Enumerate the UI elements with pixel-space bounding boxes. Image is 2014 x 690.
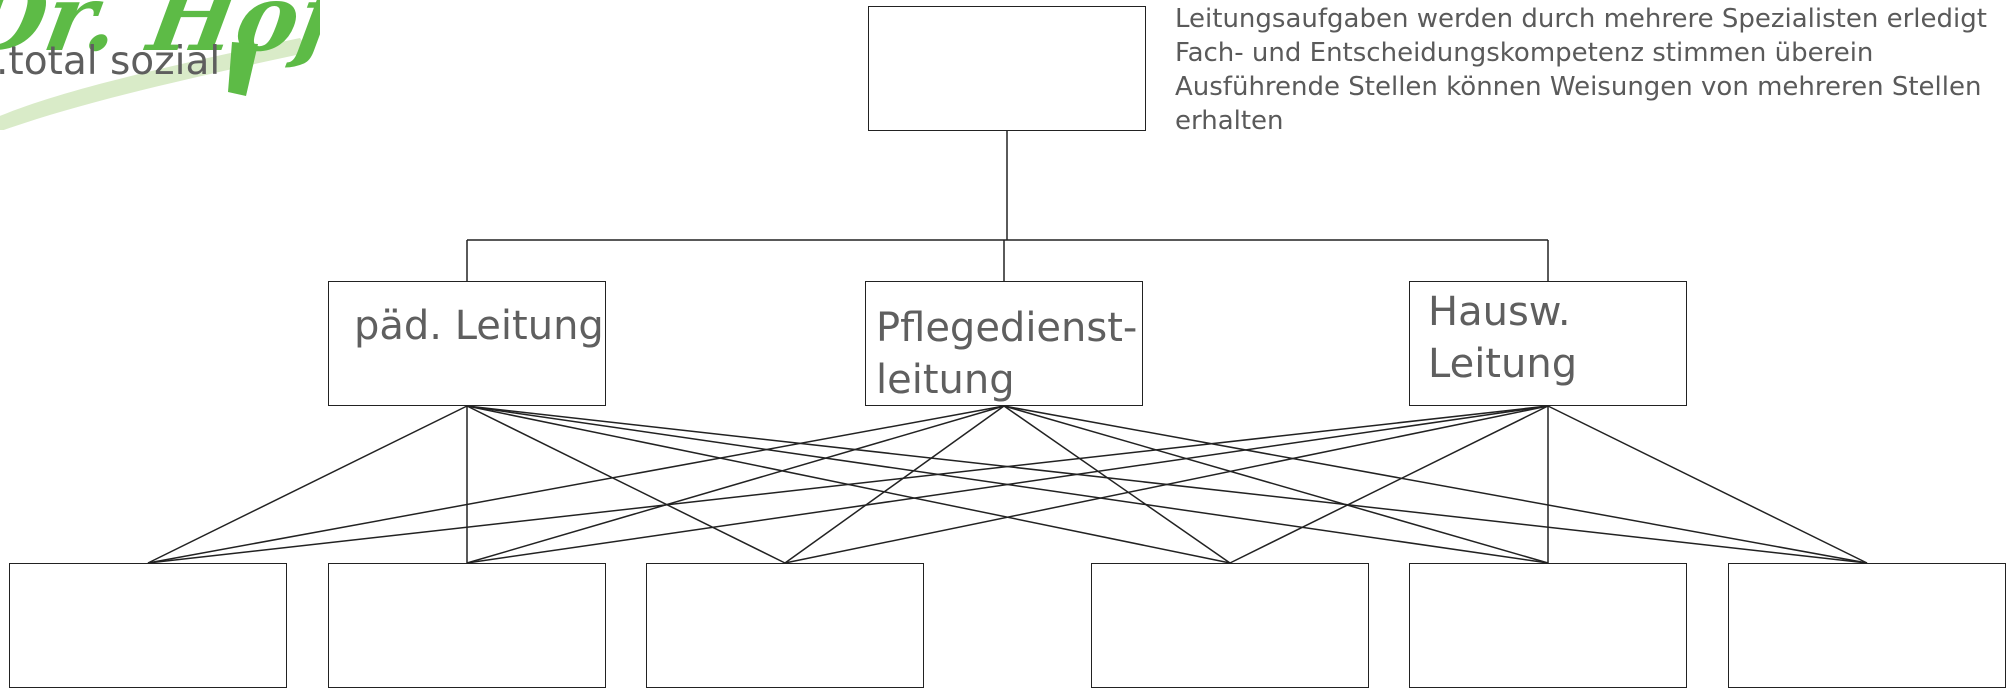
unit-box [9, 563, 287, 688]
connector-manager-to-unit [1547, 405, 1868, 564]
connector-manager-to-unit [784, 405, 1549, 564]
connector-manager-to-unit [1003, 405, 1231, 564]
logo: Dr. Hof .total sozial [0, 0, 320, 130]
logo-brush-stroke [228, 42, 258, 96]
connector-manager-to-unit [466, 405, 1005, 564]
unit-box [1091, 563, 1369, 688]
connector-manager-to-unit [147, 405, 468, 564]
manager-box-pflegedienstleitung: Pflegedienst- leitung [865, 281, 1143, 406]
logo-script-text: Dr. Hof [0, 0, 320, 72]
connector-manager-to-unit [1003, 405, 1868, 564]
unit-box [328, 563, 606, 688]
manager-box-paed-leitung: päd. Leitung [328, 281, 606, 406]
logo-tagline: .total sozial [0, 39, 221, 84]
manager-label: Leitung [1428, 341, 1578, 387]
connector-manager-to-unit [466, 405, 1549, 564]
logo-graphic: Dr. Hof [0, 0, 320, 130]
manager-label: Pflegedienst- [876, 305, 1138, 351]
connector-manager-to-unit [1003, 405, 1549, 564]
manager-box-hausw-leitung: Hausw. Leitung [1409, 281, 1687, 406]
description-line: erhalten [1175, 106, 1284, 136]
unit-box [646, 563, 924, 688]
connector-manager-to-unit [147, 405, 1005, 564]
manager-label: leitung [876, 357, 1015, 403]
connector-manager-to-unit [147, 405, 1549, 564]
connector-manager-to-unit [784, 405, 1005, 564]
connector-manager-to-unit [1229, 405, 1549, 564]
description-text: Leitungsaufgaben werden durch mehrere Sp… [1175, 2, 2010, 138]
connector-manager-to-unit [466, 405, 786, 564]
manager-label: Hausw. [1428, 289, 1571, 335]
unit-box [1409, 563, 1687, 688]
description-line: Fach- und Entscheidungskompetenz stimmen… [1175, 38, 1874, 68]
description-line: Ausführende Stellen können Weisungen von… [1175, 72, 1982, 102]
description-line: Leitungsaufgaben werden durch mehrere Sp… [1175, 4, 1987, 34]
top-management-box [868, 6, 1146, 131]
manager-label: päd. Leitung [354, 303, 604, 349]
unit-box [1728, 563, 2006, 688]
